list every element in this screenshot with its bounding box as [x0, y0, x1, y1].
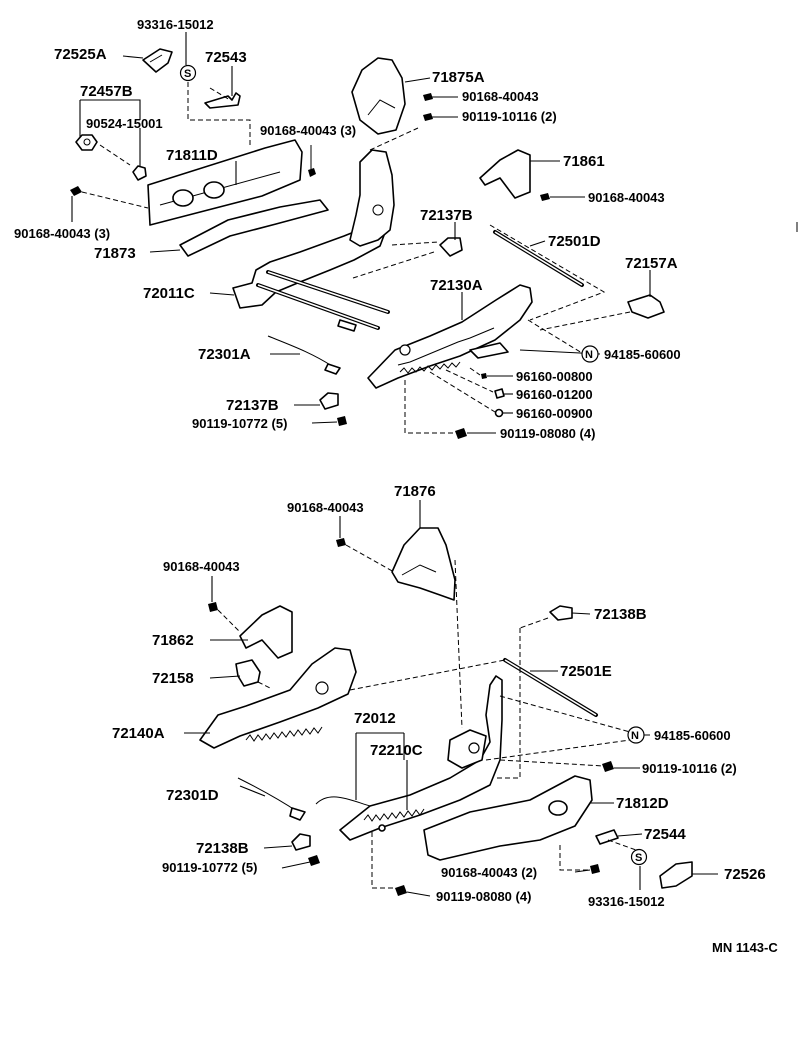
- label-90168-40043-b: 90168-40043: [588, 190, 665, 205]
- label-72138b-bottom: 72138B: [196, 840, 249, 857]
- adjuster-72011c-shape: [232, 223, 387, 309]
- label-96160-00900: 96160-00900: [516, 406, 593, 421]
- label-72544: 72544: [644, 826, 686, 843]
- label-72012: 72012: [354, 710, 396, 727]
- label-71876: 71876: [394, 483, 436, 500]
- label-72137b-top: 72137B: [420, 207, 473, 224]
- label-72157a: 72157A: [625, 255, 678, 272]
- label-90168-40043-c: 90168-40043: [287, 500, 364, 515]
- label-90119-10116-2-bottom: 90119-10116 (2): [642, 761, 737, 776]
- label-94185-60600-bottom: 94185-60600: [654, 728, 731, 743]
- n-washer-top: [581, 345, 599, 363]
- nut-90524-shape: [75, 134, 98, 151]
- label-72158: 72158: [152, 670, 194, 687]
- label-72140a: 72140A: [112, 725, 165, 742]
- s-symbol-top: S: [184, 68, 191, 80]
- cable-72301d: [237, 777, 299, 813]
- label-72543: 72543: [205, 49, 247, 66]
- label-72525a: 72525A: [54, 46, 107, 63]
- lower-assembly: [184, 500, 718, 897]
- label-72137b-bottom: 72137B: [226, 397, 279, 414]
- adjuster-72130a-shape: [367, 284, 533, 389]
- diagram-code: MN 1143-C: [712, 940, 778, 955]
- label-71873: 71873: [94, 245, 136, 262]
- s-washer-top: [179, 64, 197, 82]
- label-96160-01200: 96160-01200: [516, 387, 593, 402]
- n-washer-bottom: [627, 726, 645, 744]
- n-symbol-bottom: N: [631, 730, 639, 742]
- label-72457b: 72457B: [80, 83, 133, 100]
- label-90119-10772-5-bottom: 90119-10772 (5): [162, 860, 257, 875]
- s-symbol-bottom: S: [635, 852, 642, 864]
- shield-71812d-shape: [423, 775, 593, 861]
- label-93316-15012-bottom: 93316-15012: [588, 894, 665, 909]
- cover-71873-shape: [179, 199, 329, 257]
- label-72210c: 72210C: [370, 742, 423, 759]
- label-72301a: 72301A: [198, 346, 251, 363]
- bolt-left-top: [70, 186, 82, 196]
- label-71861: 71861: [563, 153, 605, 170]
- label-93316-15012-top: 93316-15012: [137, 17, 214, 32]
- label-90168-40043-a: 90168-40043: [462, 89, 539, 104]
- bracket-72544-shape: [595, 829, 619, 845]
- labels: 93316-15012 72525A 72543 72457B 90524-15…: [14, 17, 778, 955]
- label-72130a: 72130A: [430, 277, 483, 294]
- label-71875a: 71875A: [432, 69, 485, 86]
- s-washer-bottom: [630, 848, 648, 866]
- label-90168-40043-2: 90168-40043 (2): [441, 865, 537, 880]
- label-90119-10116-2-top: 90119-10116 (2): [462, 109, 557, 124]
- n-symbol-top: N: [585, 349, 593, 361]
- label-90168-40043-d: 90168-40043: [163, 559, 240, 574]
- bracket-72157a-shape: [627, 294, 665, 319]
- adjuster-72012-shape: [339, 675, 503, 841]
- label-90168-40043-3-left: 90168-40043 (3): [14, 226, 110, 241]
- label-72501e: 72501E: [560, 663, 612, 680]
- bracket-72543-shape: [204, 92, 241, 109]
- label-72501d: 72501D: [548, 233, 601, 250]
- label-94185-60600-top: 94185-60600: [604, 347, 681, 362]
- label-72526: 72526: [724, 866, 766, 883]
- label-96160-00800: 96160-00800: [516, 369, 593, 384]
- label-72011c: 72011C: [143, 285, 195, 302]
- cable-72301a: [267, 335, 333, 367]
- bracket-72158-shape: [235, 659, 261, 687]
- label-90524-15001: 90524-15001: [86, 116, 163, 131]
- label-90119-08080-4-top: 90119-08080 (4): [500, 426, 595, 441]
- label-90168-40043-3-top: 90168-40043 (3): [260, 123, 356, 138]
- clip-72137b-bottom: [319, 392, 339, 410]
- clip-72138b-top: [549, 605, 573, 621]
- label-90119-08080-4-bottom: 90119-08080 (4): [436, 889, 531, 904]
- cover-71875a-shape: [351, 57, 406, 135]
- cover-71861-shape: [479, 149, 531, 199]
- clip-72138b-bottom: [291, 833, 311, 851]
- label-72138b-top: 72138B: [594, 606, 647, 623]
- adjuster-72140a-shape: [199, 647, 357, 749]
- clip-72137b-top: [439, 237, 463, 257]
- cover-71876-shape: [391, 527, 456, 601]
- label-90119-10772-5-top: 90119-10772 (5): [192, 416, 287, 431]
- cover-71862-shape: [239, 605, 293, 659]
- upper-assembly: [70, 32, 665, 439]
- label-72301d: 72301D: [166, 787, 219, 804]
- label-71811d: 71811D: [166, 147, 218, 164]
- knob-72525a-shape: [142, 48, 173, 73]
- label-71862: 71862: [152, 632, 194, 649]
- label-71812d: 71812D: [616, 795, 669, 812]
- knob-72526-shape: [659, 861, 693, 889]
